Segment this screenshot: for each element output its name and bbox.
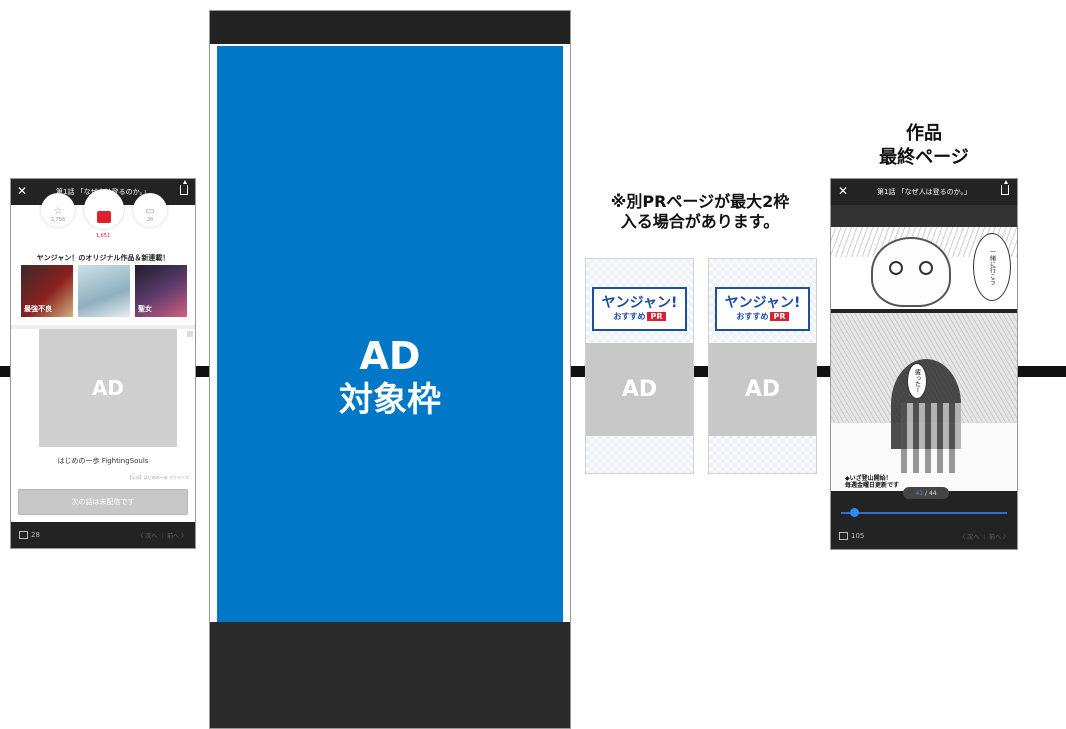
ad-sponsor: 【公式】はじめの一歩 ファイソル [127,475,189,480]
speech-bubble: 一緒に行こう [973,233,1011,301]
page-total: / 44 [925,489,937,497]
logo-pr-badge: PR [647,312,666,321]
logo-main: ヤンジャン! [724,295,801,311]
logo-sub-text: おすすめ [613,312,646,321]
star-icon: ☆ [53,206,63,217]
ad-target-label: 対象枠 [339,380,441,420]
ad-label: AD [359,334,421,378]
frame-top-bar [210,11,570,44]
manga-face [871,237,951,307]
page-slider[interactable] [841,512,1007,514]
episode-title: 第1話 「なぜ人は登るのか。」 [876,188,972,196]
footer-comment-count: 28 [31,531,40,539]
manga-eye [889,261,903,275]
cover-item[interactable]: 聖女 [135,265,187,317]
cover-title: 聖女 [138,305,152,313]
manga-panel-bottom: 疲ったー ◆いざ登山開始！ 毎週金曜日更新です [831,313,1017,491]
speech-bubble: 疲ったー [907,363,927,399]
pr-note-line2: 入る場合があります。 [620,212,780,231]
favorite-button[interactable]: ☆ 2,786 [41,193,75,227]
final-page-screen: ✕ 第1話 「なぜ人は登るのか。」 一緒に行こう 疲ったー ◆いざ登山開始！ 毎… [830,178,1018,550]
page-nav[interactable]: 〈 次へ ｜ 前へ 〉 [959,533,1009,541]
viewer-header: ✕ 第1話 「なぜ人は登るのか。」 [831,179,1017,205]
logo-sub-text: おすすめ [736,312,769,321]
viewer-footer: 105 〈 次へ ｜ 前へ 〉 [831,523,1017,549]
ad-title[interactable]: はじめの一歩 FightingSouls [57,457,149,465]
reaction-bar: ☆ 2,786 ▭ 28 1,651 [11,189,195,245]
page-nav[interactable]: 〈 次へ ｜ 前へ 〉 [137,532,187,540]
close-icon[interactable]: ✕ [838,184,849,198]
like-count: 1,651 [95,233,111,239]
divider [11,325,195,329]
pr-ad-slot[interactable]: AD [709,343,816,436]
recommend-covers: 最強不良 聖女 [21,265,187,317]
cover-item[interactable]: 最強不良 [21,265,73,317]
logo-pr-badge: PR [770,312,789,321]
pr-note: ※別PRページが最大2枠 入る場合があります。 [580,192,820,232]
next-episode-button[interactable]: 次の話は未配信です [18,489,188,515]
manga-eye [919,261,933,275]
page-slider-handle[interactable] [850,508,860,517]
recommend-section-title: ヤンジャン！のオリジナル作品＆新連載！ [36,254,170,262]
header-spacer [831,205,1017,227]
inline-ad-slot[interactable]: AD [39,329,177,447]
final-page-title-line1: 作品 [906,123,942,144]
frame-bottom-bar [210,622,570,728]
flow-line-right [1018,366,1066,377]
page-indicator: 41 / 44 [903,487,949,499]
pr-note-line1: ※別PRページが最大2枠 [610,192,790,211]
ad-choices-icon[interactable] [187,331,193,337]
fullpage-ad-frame: AD 対象枠 PR [209,10,571,729]
pr-ad-slot[interactable]: AD [586,343,693,436]
cover-item[interactable] [78,265,130,317]
like-button[interactable] [84,189,124,229]
fullpage-ad-slot[interactable]: AD 対象枠 PR [217,46,563,697]
comment-icon[interactable] [839,532,848,540]
comment-button[interactable]: ▭ 28 [133,193,167,227]
share-icon[interactable] [1001,180,1009,195]
caption-line1: ◆いざ登山開始！ [845,475,892,482]
episode-end-screen: ✕ 第1話 「なぜ人は登るのか。」 ☆ 2,786 ▭ 28 1,651 ヤンジ… [10,178,196,549]
manga-caption: ◆いざ登山開始！ 毎週金曜日更新です [845,475,899,489]
cover-title: 最強不良 [24,305,52,313]
footer-comment-count: 105 [851,532,865,540]
comment-count: 28 [146,217,154,223]
manga-panel-top: 一緒に行こう [831,227,1017,309]
flow-line-center-cards [571,366,585,377]
caption-line2: 毎週金曜日更新です [845,482,900,489]
viewer-footer: 28 〈 次へ ｜ 前へ 〉 [11,522,195,548]
flow-line-cards-right [817,366,831,377]
logo-main: ヤンジャン! [601,295,678,311]
flow-line-left-center [196,366,210,377]
share-icon[interactable] [180,180,188,195]
flow-line-between-cards [694,366,708,377]
flow-line-left [0,366,12,377]
final-page-title-line2: 最終ページ [879,147,969,168]
final-page-title: 作品 最終ページ [830,122,1018,170]
comment-icon[interactable] [19,531,28,539]
thumbs-up-icon [97,211,111,223]
favorite-count: 2,786 [50,217,66,223]
manga-characters [901,403,961,473]
close-icon[interactable]: ✕ [17,184,28,198]
page-current: 41 [915,489,924,497]
comment-icon: ▭ [145,206,155,217]
